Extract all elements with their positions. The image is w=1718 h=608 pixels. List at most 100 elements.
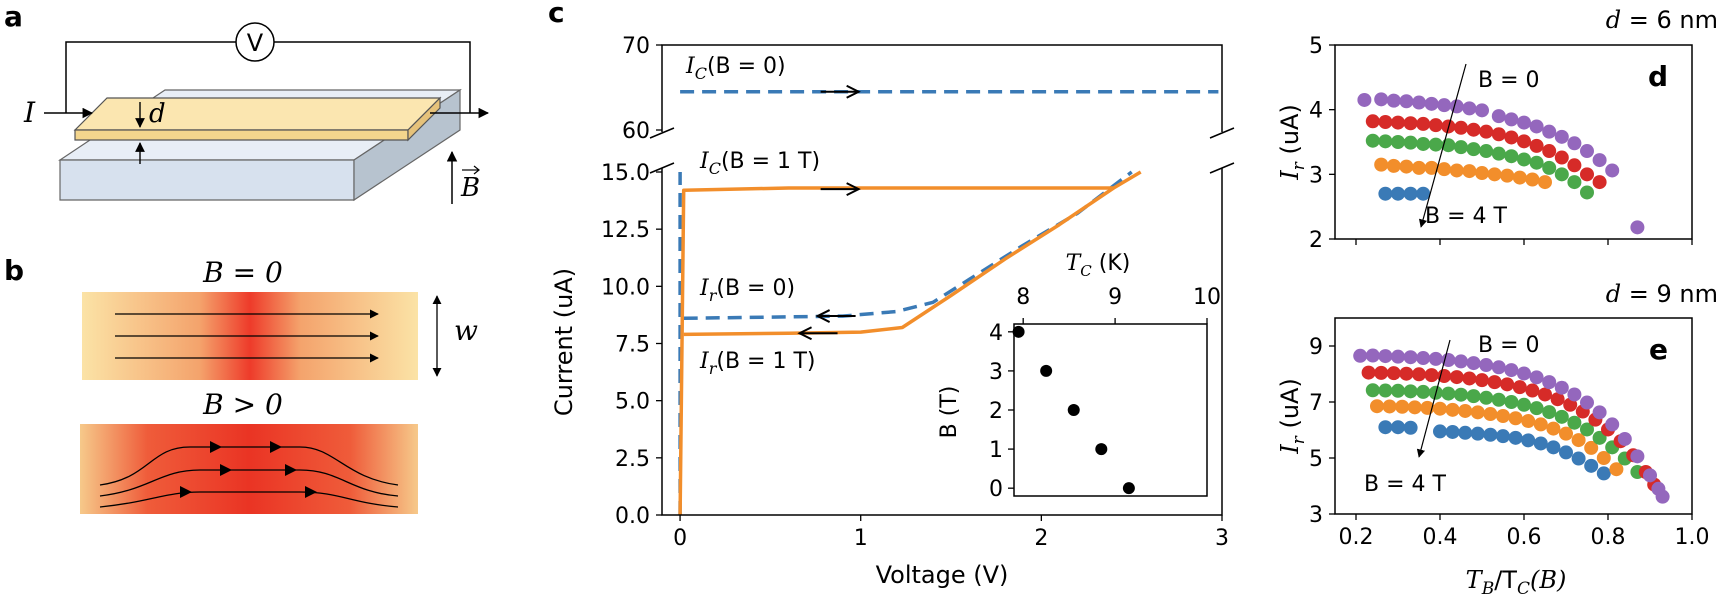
- e-data-point: [1399, 366, 1414, 381]
- d-data-point: [1391, 135, 1405, 149]
- e-data-point: [1559, 426, 1573, 441]
- e-annot-bottom: B = 4 T: [1364, 472, 1447, 497]
- d-data-point: [1416, 186, 1431, 201]
- d-data-point: [1374, 157, 1389, 172]
- c-xtick-label: 2: [1034, 526, 1048, 551]
- c-ytick-label: 70: [622, 34, 650, 59]
- e-data-point: [1479, 390, 1494, 405]
- d-data-point: [1391, 115, 1405, 130]
- c-inset-ytick-label: 1: [989, 438, 1003, 463]
- d-data-point: [1378, 186, 1393, 201]
- e-data-point: [1605, 417, 1620, 432]
- c-ylabel: Current (uA): [550, 268, 578, 416]
- e-data-point: [1403, 420, 1418, 435]
- panel-b: b B = 0 w B > 0: [4, 254, 478, 514]
- e-data-point: [1584, 440, 1599, 455]
- d-data-point: [1462, 164, 1477, 179]
- panel-label-b: b: [4, 254, 24, 287]
- wire-left: [65, 41, 237, 113]
- e-data-point: [1567, 387, 1582, 402]
- current-label: I: [23, 96, 36, 129]
- e-data-point: [1395, 399, 1410, 414]
- e-ytick-label: 5: [1309, 447, 1323, 472]
- film-front: [74, 129, 409, 141]
- d-ytick-label: 4: [1309, 99, 1323, 124]
- c-sweep-arrowhead: [846, 84, 861, 99]
- d-data-point: [1542, 160, 1557, 175]
- d-data-point: [1580, 185, 1594, 200]
- d-data-point: [1386, 158, 1401, 173]
- d-data-point: [1378, 114, 1393, 129]
- d-data-point: [1491, 146, 1506, 161]
- d-data-point: [1428, 137, 1443, 152]
- d-ytick-label: 5: [1309, 34, 1323, 59]
- e-data-point: [1378, 349, 1393, 364]
- d-data-point: [1580, 144, 1594, 159]
- d-data-point: [1365, 114, 1380, 129]
- d-data-point: [1567, 158, 1582, 173]
- e-data-point: [1378, 383, 1393, 398]
- c-series: [678, 84, 1219, 516]
- e-data-point: [1437, 368, 1452, 383]
- d-data-point: [1378, 134, 1393, 149]
- e-data-point: [1382, 399, 1397, 414]
- c-sweep-arrowhead: [846, 182, 861, 197]
- e-xtick-label: 1.0: [1675, 525, 1710, 550]
- e-data-point: [1525, 383, 1540, 398]
- d-data-point: [1517, 152, 1531, 167]
- d-data-point: [1449, 163, 1464, 178]
- e-data-point: [1584, 458, 1599, 473]
- d-data-point: [1542, 124, 1557, 139]
- d-data-point: [1592, 175, 1607, 190]
- e-data-point: [1491, 392, 1506, 407]
- d-data-point: [1491, 109, 1506, 124]
- e-data-point: [1483, 427, 1498, 442]
- e-annot-top: B = 0: [1478, 333, 1540, 358]
- e-data-point: [1580, 422, 1594, 437]
- c-inset-frame: [1013, 323, 1208, 497]
- d-data-point: [1554, 150, 1569, 165]
- c-lower-yticks: 0.02.55.07.510.012.515.0: [601, 161, 662, 529]
- e-data-point: [1567, 415, 1582, 430]
- d-title: d = 6 nm: [1606, 6, 1718, 34]
- e-data-point: [1487, 375, 1502, 390]
- flow-arrowhead: [270, 441, 282, 453]
- d-data-point: [1475, 166, 1489, 181]
- e-data-point: [1655, 489, 1670, 504]
- e-points: [1353, 348, 1670, 504]
- flow-arrowhead: [305, 486, 317, 498]
- e-data-point: [1424, 368, 1439, 383]
- e-data-point: [1361, 365, 1376, 380]
- e-data-point: [1391, 349, 1405, 364]
- film-side: [407, 96, 441, 142]
- c-inset-xlabel: TC (K): [1066, 251, 1131, 280]
- wire-right: [273, 41, 471, 113]
- e-data-point: [1483, 407, 1498, 422]
- c-inset-xtick-label: 9: [1108, 285, 1122, 310]
- panel-label-a: a: [4, 0, 23, 33]
- d-data-point: [1491, 127, 1506, 142]
- e-data-point: [1504, 395, 1519, 409]
- e-frame: [1334, 317, 1693, 515]
- d-data-point: [1567, 136, 1582, 151]
- d-annot-top: B = 0: [1478, 68, 1540, 93]
- e-data-point: [1508, 430, 1523, 445]
- d-annot-bottom: B = 4 T: [1425, 204, 1508, 229]
- e-data-point: [1533, 417, 1548, 432]
- d-data-point: [1592, 153, 1607, 168]
- e-data-point: [1433, 401, 1447, 416]
- d-data-point: [1479, 144, 1494, 159]
- d-data-point: [1416, 116, 1431, 131]
- d-ytick-label: 3: [1309, 163, 1323, 188]
- e-data-point: [1517, 366, 1531, 381]
- d-data-point: [1403, 135, 1418, 150]
- c-inset-ytick-label: 2: [989, 399, 1003, 424]
- c-annot-ir-b0: Ir(B = 0): [699, 276, 795, 305]
- flow-line: [99, 469, 399, 497]
- e-data-point: [1571, 451, 1586, 466]
- c-sweep-arrowhead: [815, 309, 831, 323]
- e-data-point: [1643, 468, 1657, 483]
- flow-arrowhead: [285, 464, 297, 476]
